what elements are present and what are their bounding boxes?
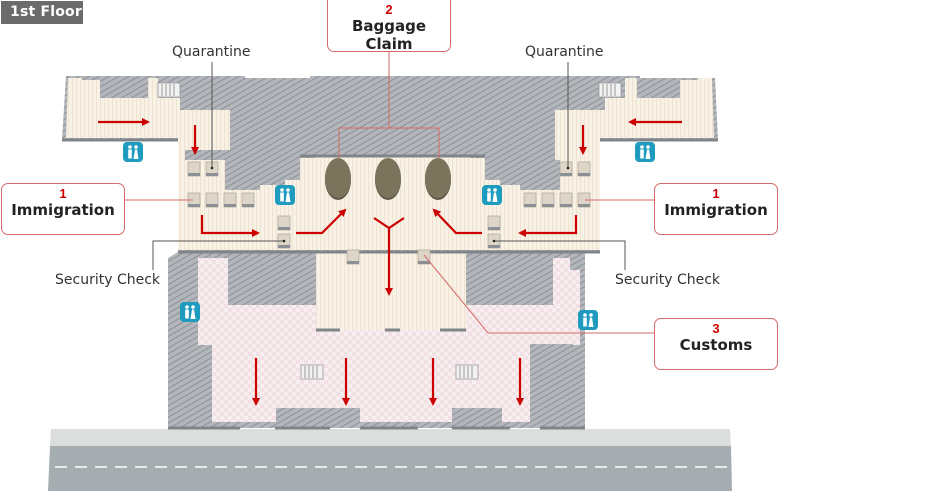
security-check-label: Security Check <box>615 272 721 288</box>
security-check-label: Security Check <box>55 272 161 288</box>
escalator-icon <box>157 82 181 98</box>
immigration-booth <box>523 192 537 208</box>
floor-label: 1st Floor <box>1 1 83 24</box>
callout-immigration[interactable]: 1 Immigration <box>654 183 778 235</box>
restroom-icon <box>180 302 200 322</box>
restroom-icon <box>482 185 502 205</box>
security-booth <box>487 215 501 231</box>
arrow <box>296 208 347 235</box>
escalator-icon <box>598 82 622 98</box>
callout-customs[interactable]: 3 Customs <box>654 318 778 370</box>
road <box>48 429 732 491</box>
restroom-icon <box>275 185 295 205</box>
callout-number: 2 <box>385 2 393 17</box>
callout-label: Customs <box>679 336 753 354</box>
arrow <box>518 215 578 237</box>
callout-number: 3 <box>712 321 720 336</box>
customs-booth <box>346 249 360 265</box>
quarantine-booth <box>187 161 201 177</box>
restroom-icon <box>123 142 143 162</box>
arrow <box>200 215 260 237</box>
immigration-booth <box>205 192 219 208</box>
restroom-icon <box>578 310 598 330</box>
callout-immigration[interactable]: 1 Immigration <box>1 183 125 235</box>
callout-number: 1 <box>712 186 720 201</box>
callout-baggage-claim[interactable]: 2 Baggage Claim <box>327 0 451 53</box>
quarantine-label: Quarantine <box>172 44 251 60</box>
callout-label: Baggage Claim <box>351 17 427 53</box>
customs-booth <box>417 249 431 265</box>
restroom-icon <box>635 142 655 162</box>
security-booth <box>277 215 291 231</box>
callout-label: Immigration <box>664 201 768 219</box>
immigration-booth <box>541 192 555 208</box>
callout-label: Immigration <box>11 201 115 219</box>
public-area <box>198 258 580 424</box>
callout-number: 1 <box>59 186 67 201</box>
immigration-booth <box>559 192 573 208</box>
baggage-carousels <box>325 158 451 200</box>
direction-arrows <box>98 118 682 406</box>
arrow <box>432 208 482 235</box>
quarantine-booth <box>559 161 573 177</box>
immigration-booth <box>223 192 237 208</box>
quarantine-label: Quarantine <box>525 44 604 60</box>
quarantine-booth <box>577 161 591 177</box>
escalator-icon <box>455 364 479 380</box>
immigration-booth <box>241 192 255 208</box>
escalator-icon <box>300 364 324 380</box>
leader-lines <box>124 52 655 334</box>
